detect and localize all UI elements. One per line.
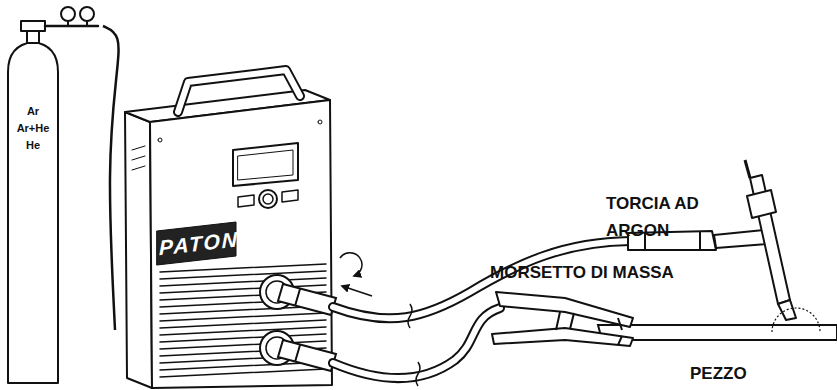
regulator-pipe	[45, 25, 98, 28]
welding-machine: PATON	[115, 62, 337, 390]
gas-cylinder-outline	[3, 3, 103, 387]
ground-clamp	[492, 292, 633, 346]
gas-hose	[103, 26, 119, 330]
gauge-stem	[68, 21, 87, 26]
text-group: ArAr+HeHe	[8, 103, 58, 154]
vent-grille	[160, 292, 326, 300]
gas-name: He	[8, 137, 58, 154]
angle-arc	[772, 308, 820, 332]
vent-grille	[160, 320, 326, 328]
output-socket	[266, 281, 288, 303]
rotate-arrow	[340, 253, 362, 276]
part-label: MORSETTO DI MASSA	[490, 259, 750, 286]
vent-grille	[160, 299, 326, 307]
welding-machine-outline	[115, 62, 337, 390]
machine-side	[125, 112, 152, 388]
pressure-gauge	[80, 7, 94, 21]
machine-handle	[178, 70, 300, 112]
cylinder-body	[8, 42, 58, 383]
cylinder-valve	[21, 21, 45, 31]
machine-handle	[178, 70, 300, 112]
vent-grille	[160, 327, 326, 335]
vent-grille	[160, 369, 326, 377]
display-screen	[238, 150, 293, 180]
output-socket	[260, 331, 294, 365]
insert-arrow	[342, 286, 372, 296]
gas-cylinder: ArAr+HeHe	[3, 3, 103, 387]
cable-break	[408, 304, 420, 386]
vent-grille	[160, 278, 326, 286]
logo-plate	[157, 222, 236, 265]
vent-grille	[160, 313, 326, 321]
pressure-gauge	[61, 7, 75, 21]
vent-grille	[160, 362, 326, 370]
gas-name: Ar	[8, 103, 58, 120]
vent-grille	[160, 348, 326, 356]
screw	[158, 120, 322, 142]
workpiece-plate	[598, 325, 837, 340]
output-socket	[260, 275, 294, 309]
display-screen	[233, 143, 298, 186]
vent-grille	[160, 334, 326, 342]
output-socket	[266, 337, 288, 359]
vent-grille	[160, 341, 326, 349]
button	[282, 190, 298, 202]
control-knob	[259, 190, 277, 208]
cable-plug	[278, 284, 336, 371]
control-knob	[263, 194, 273, 204]
vent-grille	[160, 271, 326, 279]
part-label: PEZZO	[690, 360, 800, 387]
vent-grille	[160, 306, 326, 314]
button	[238, 195, 254, 207]
ground-cable	[333, 308, 500, 378]
side-vent	[132, 146, 145, 170]
vent-grille	[160, 264, 326, 272]
machine-front	[150, 100, 332, 388]
vent-grille	[160, 355, 326, 363]
part-label: TORCIA AD ARGON	[606, 190, 724, 244]
gas-name: Ar+He	[8, 120, 58, 137]
vent-grille	[160, 285, 326, 293]
